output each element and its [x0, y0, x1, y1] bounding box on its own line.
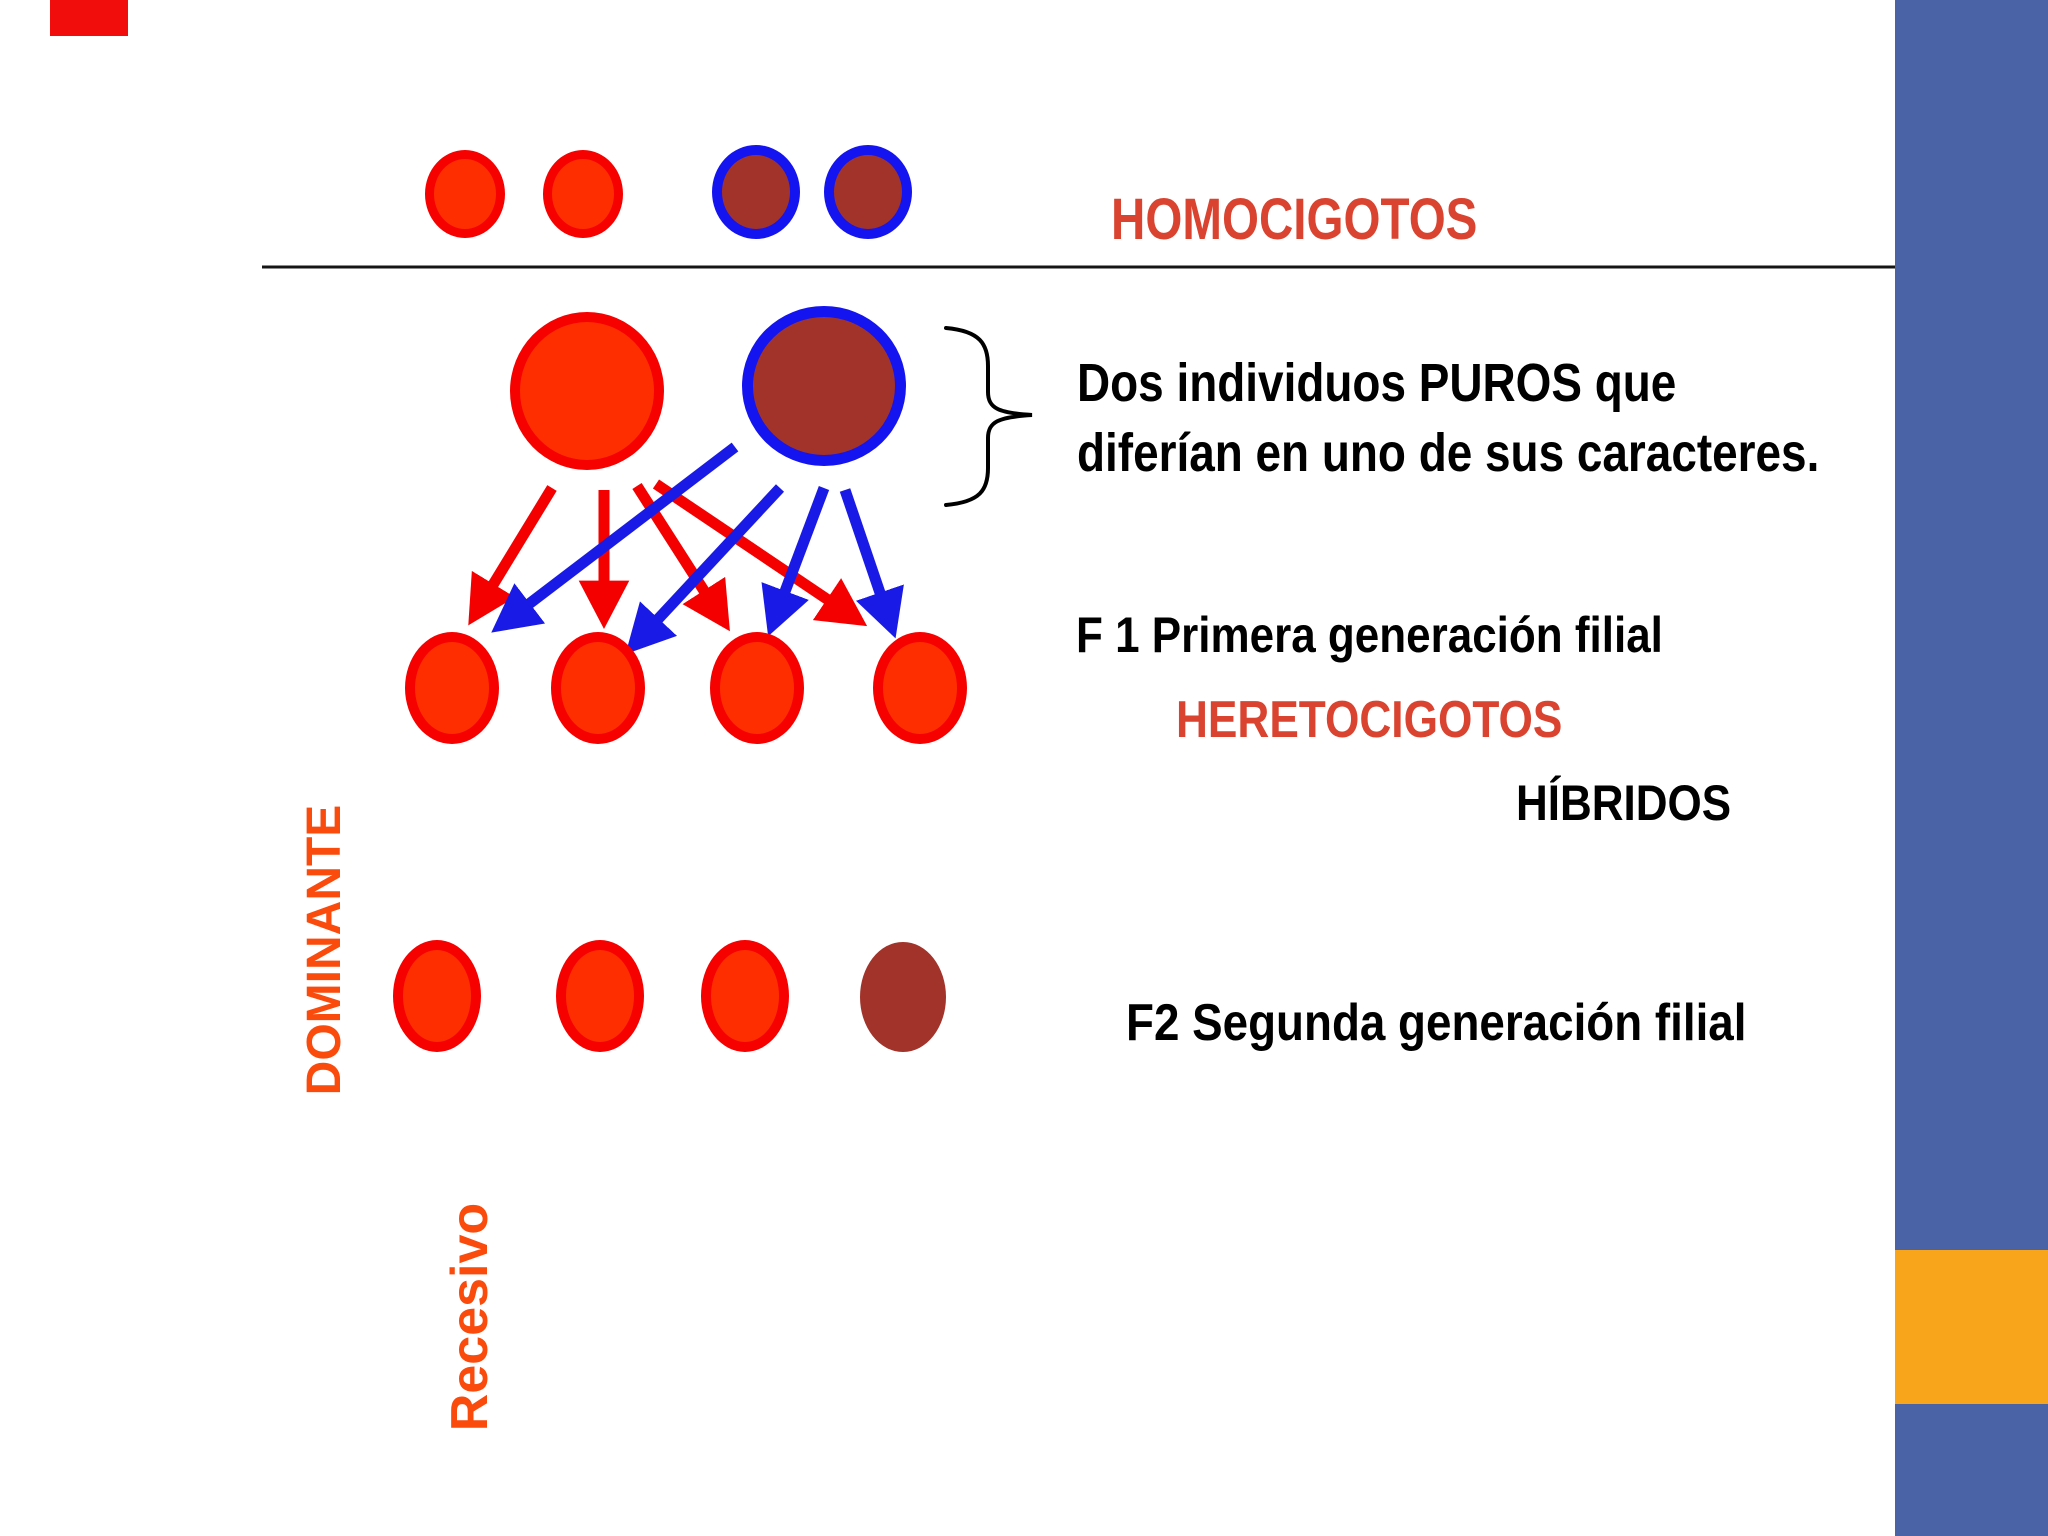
parent-recessive-circle	[742, 306, 906, 466]
puros-caption: Dos individuos PUROS que diferían en uno…	[1077, 348, 1819, 488]
blue-arrow-to-f1-1	[491, 442, 739, 633]
f2-oval-1	[393, 940, 481, 1052]
red-arrow-to-f1-4	[652, 479, 868, 627]
f2-recessive-oval	[860, 942, 946, 1052]
f2-caption: F2 Segunda generación filial	[1126, 994, 1747, 1052]
homozygous-dominant-oval-2	[543, 150, 623, 238]
heterocigotos-label: HERETOCIGOTOS	[1176, 691, 1563, 749]
puros-caption-line1: Dos individuos PUROS que	[1077, 353, 1677, 413]
top-left-red-shape	[50, 0, 128, 36]
f1-oval-1	[405, 632, 499, 744]
recesivo-label: Recesivo	[441, 1202, 499, 1432]
f1-caption: F 1 Primera generación filial	[1076, 607, 1663, 663]
homozygous-dominant-oval-1	[425, 150, 505, 238]
f1-oval-2	[551, 632, 645, 744]
homozygous-recessive-oval-2	[824, 145, 912, 239]
homozygous-recessive-oval-1	[712, 145, 800, 239]
f2-oval-3	[701, 940, 789, 1052]
red-arrow-to-f1-1	[468, 485, 557, 626]
f1-oval-3	[710, 632, 804, 744]
blue-arrow-to-f1-3	[761, 486, 830, 637]
right-sidebar	[1895, 0, 2048, 1536]
homocigotos-label: HOMOCIGOTOS	[1111, 187, 1478, 252]
puros-caption-line2: diferían en uno de sus caracteres.	[1077, 423, 1820, 483]
blue-arrow-to-f1-2	[625, 484, 785, 655]
sidebar-orange-block	[1895, 1250, 2048, 1404]
parent-dominant-circle	[510, 312, 664, 470]
f2-oval-2	[556, 940, 644, 1052]
dominante-label: DOMINANTE	[297, 804, 351, 1096]
hibridos-label: HÍBRIDOS	[1516, 775, 1732, 831]
curly-brace	[944, 326, 1033, 507]
blue-arrow-to-f1-4	[839, 488, 904, 639]
f1-oval-4	[873, 632, 967, 744]
